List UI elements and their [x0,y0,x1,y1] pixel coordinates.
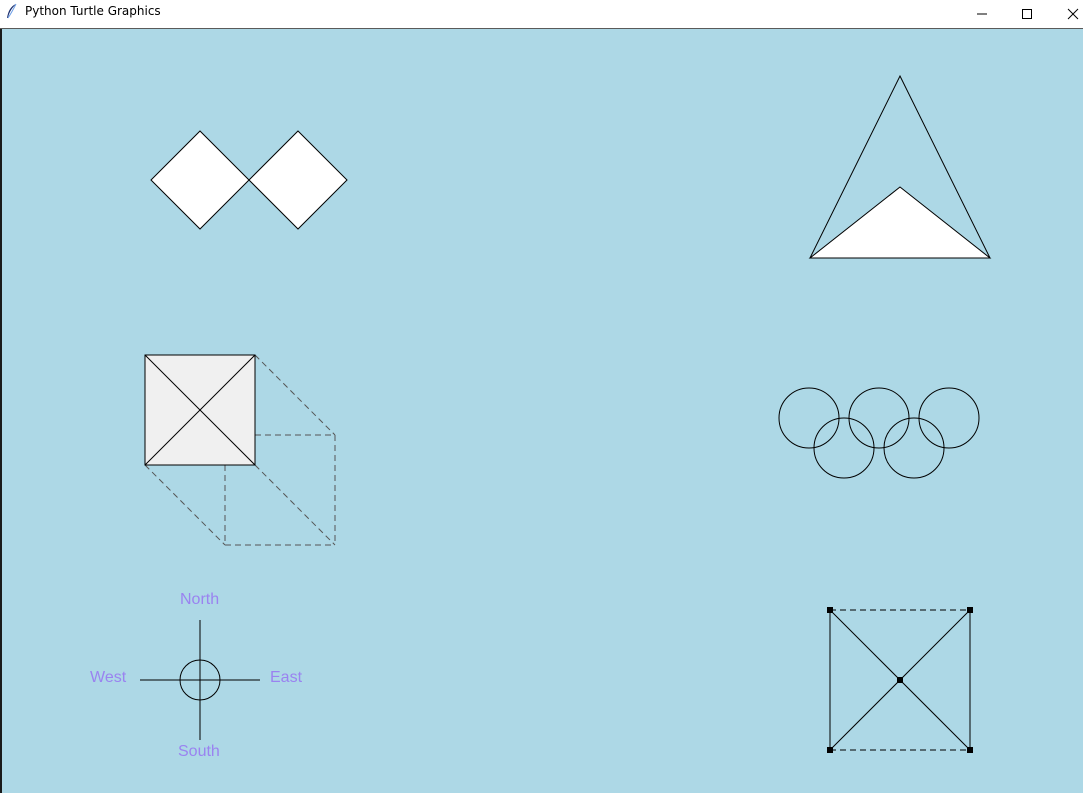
title-bar[interactable]: Python Turtle Graphics [0,0,1083,29]
cube-edge [254,464,336,546]
left-diamond [150,130,250,230]
olympic-rings [778,387,980,479]
window-title: Python Turtle Graphics [25,4,161,18]
dashed-cube [144,354,336,546]
compass-label-south: South [178,743,220,760]
face-diagonal [144,354,256,466]
cube-edge [144,464,226,546]
ring [778,387,840,449]
ring [813,417,875,479]
inner-triangle [808,186,992,259]
maximize-icon [1022,9,1032,19]
right-diamond [248,130,348,230]
graph-node [827,607,833,613]
close-icon [1067,8,1079,20]
square-graph [827,607,973,753]
compass-circle [179,659,221,701]
drawing-surface: North West East South [90,74,992,760]
compass-label-north: North [180,591,219,608]
graph-node [897,677,903,683]
turtle-canvas[interactable]: North West East South [0,29,1083,793]
minimize-button[interactable] [959,0,1005,28]
graph-node [967,747,973,753]
ring [918,387,980,449]
feather-icon [7,3,17,19]
close-button[interactable] [1050,0,1083,28]
compass-rose: North West East South [90,591,303,760]
ring [848,387,910,449]
maximize-button[interactable] [1004,0,1050,28]
compass-label-east: East [270,669,303,686]
cube-edge [254,354,336,436]
double-diamond [150,130,348,230]
arrowhead-triangle [808,74,992,259]
ring [883,417,945,479]
graph-node [967,607,973,613]
minimize-icon [977,13,987,15]
compass-label-west: West [90,669,127,686]
graph-node [827,747,833,753]
